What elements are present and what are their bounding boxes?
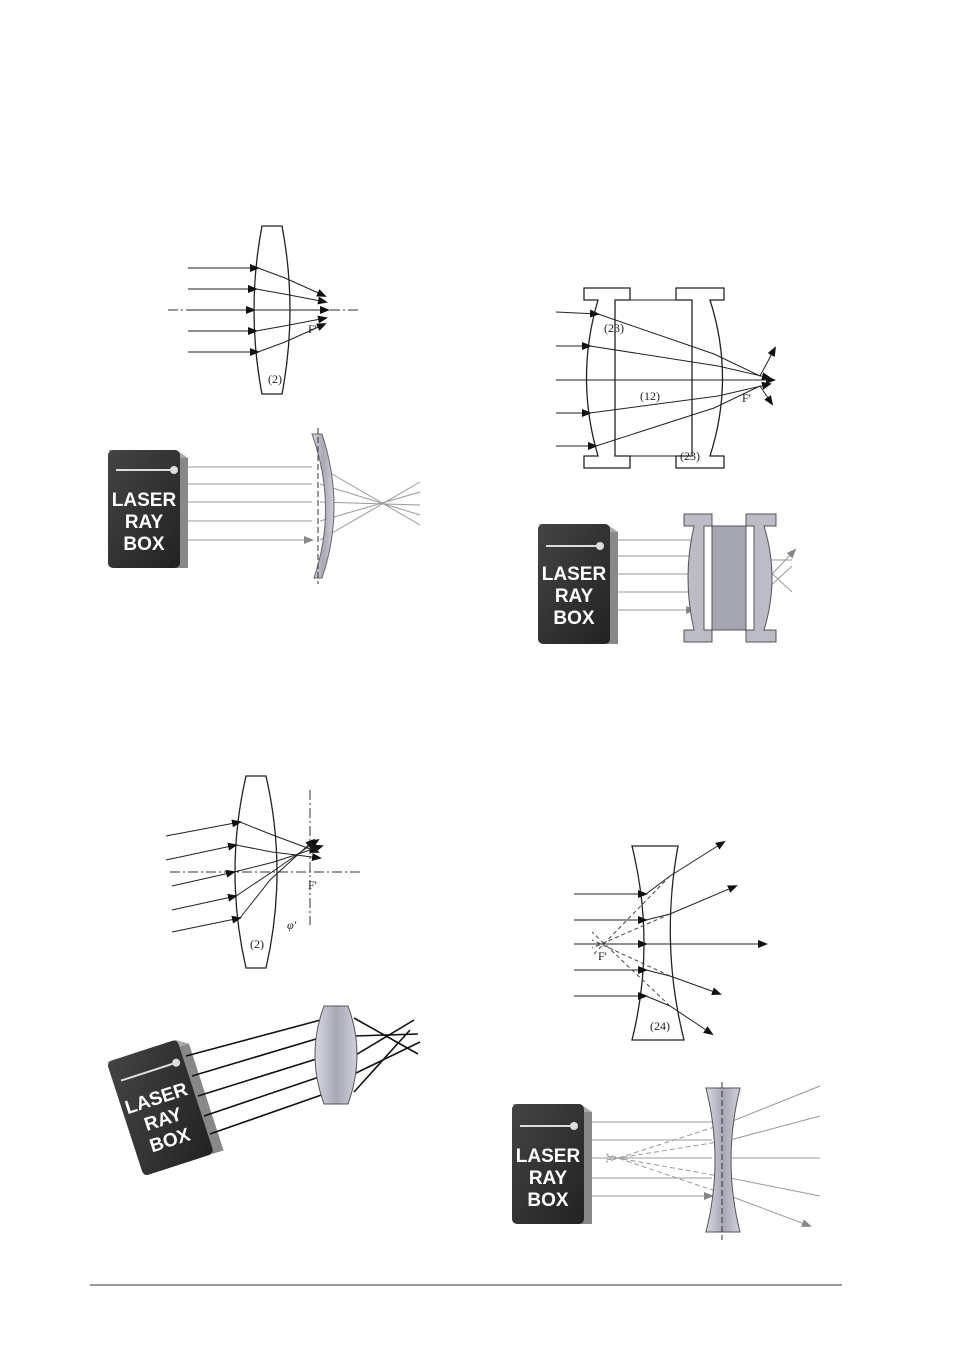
box-label-line3: BOX	[527, 1190, 569, 1211]
concave-lens-diagram: F' (24)	[574, 842, 766, 1040]
left-lens-outline	[584, 288, 630, 468]
box-label-line3: BOX	[553, 608, 595, 629]
convex-lens-diagram: F' (2)	[168, 226, 360, 394]
lens-number-label: (2)	[268, 372, 282, 386]
laser-ray-box-3: LASER RAY BOX	[107, 1036, 224, 1176]
box-label-line1: LASER	[542, 564, 607, 585]
box-label-line2: RAY	[555, 586, 594, 607]
left-lens-label: (23)	[604, 321, 624, 335]
lens-number-label: (24)	[650, 1019, 670, 1033]
glass-concave-lens-4	[706, 1088, 740, 1232]
box-label-line1: LASER	[516, 1146, 581, 1167]
oblique-lens-diagram: F' φ' (2)	[166, 776, 360, 968]
laser-ray-box-2: LASER RAY BOX	[538, 524, 618, 644]
concave-lens-outline	[632, 846, 684, 1040]
laser-rays-4	[592, 1086, 820, 1226]
laser-rays-1	[188, 467, 420, 540]
glass-convex-lens-1	[312, 434, 334, 578]
focus-label: F'	[742, 391, 751, 405]
glass-thick-lens-2	[684, 514, 776, 642]
box-label-line1: LASER	[112, 490, 177, 511]
lens-number-label: (2)	[250, 937, 264, 951]
center-label: (12)	[640, 389, 660, 403]
focal-plane-label: φ'	[287, 918, 297, 932]
box-label-line2: RAY	[529, 1168, 568, 1189]
right-lens-label: (23)	[680, 449, 700, 463]
laser-rays-3	[186, 1018, 420, 1134]
thick-lens-diagram: (23) (12) (23) F'	[556, 288, 775, 468]
glass-convex-lens-3	[315, 1006, 357, 1104]
laser-ray-box-1: LASER RAY BOX	[108, 450, 188, 568]
box-label-line3: BOX	[123, 534, 165, 555]
box-label-line2: RAY	[125, 512, 164, 533]
focus-label: F'	[308, 322, 317, 336]
focus-label: F'	[598, 949, 607, 963]
focus-label: F'	[308, 878, 317, 892]
right-lens-outline	[676, 288, 724, 468]
laser-ray-box-4: LASER RAY BOX	[512, 1104, 592, 1224]
